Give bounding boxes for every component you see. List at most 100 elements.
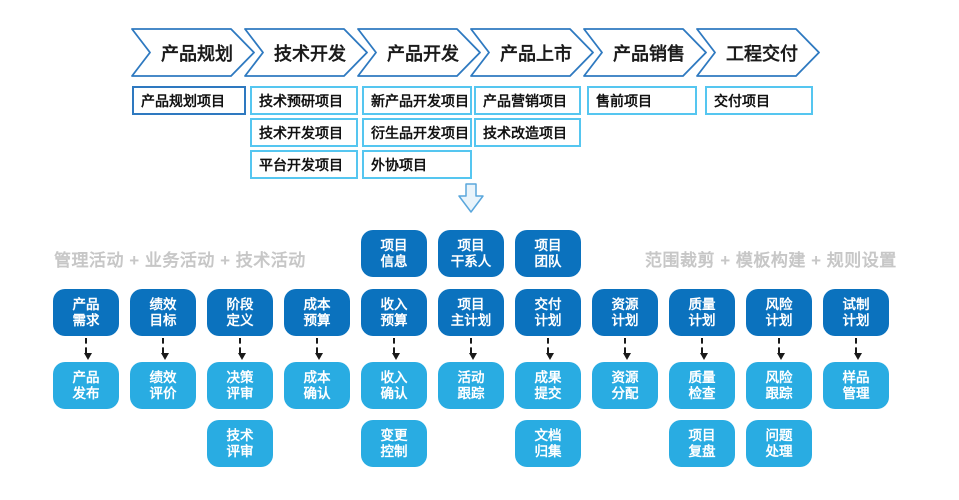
activity-label-line: 确认: [380, 385, 408, 401]
activity-label-line: 产品: [72, 369, 100, 385]
activity-label-line: 评审: [226, 443, 254, 459]
activity-label-line: 分配: [611, 385, 639, 401]
plan-activity-box: 收入预算: [361, 289, 427, 336]
activity-label-line: 计划: [611, 312, 639, 328]
extra-activity-box: 变更控制: [361, 420, 427, 467]
project-type-box: 技术开发项目: [250, 118, 358, 147]
activity-label-line: 项目: [457, 296, 485, 312]
chevron-shape-icon: [696, 28, 820, 77]
stage-chevron: 工程交付: [696, 28, 820, 77]
project-header-box: 项目干系人: [438, 230, 504, 277]
activity-label-line: 产品: [72, 296, 100, 312]
project-type-stack: 产品营销项目技术改造项目: [474, 86, 581, 150]
stage-label: 技术开发: [274, 43, 346, 64]
activity-label-line: 质量: [688, 369, 716, 385]
exec-activity-box: 活动跟踪: [438, 362, 504, 409]
project-type-box: 新产品开发项目: [362, 86, 472, 115]
chevron-shape-icon: [131, 28, 255, 77]
exec-activity-box: 决策评审: [207, 362, 273, 409]
plan-activity-box: 项目主计划: [438, 289, 504, 336]
activity-label-line: 计划: [688, 312, 716, 328]
chevron-shape-icon: [470, 28, 594, 77]
flow-arrow-icon: [161, 338, 169, 360]
activity-label-line: 文档: [534, 427, 562, 443]
extra-activity-box: 文档归集: [515, 420, 581, 467]
activity-label-line: 收入: [380, 369, 408, 385]
project-type-box: 售前项目: [587, 86, 697, 115]
plan-activity-box: 交付计划: [515, 289, 581, 336]
flow-arrow-icon: [777, 338, 785, 360]
flow-arrow-icon: [546, 338, 554, 360]
stage-label: 产品上市: [500, 43, 572, 64]
activity-label-line: 计划: [842, 312, 870, 328]
exec-activity-box: 绩效评价: [130, 362, 196, 409]
plan-activity-box: 风险计划: [746, 289, 812, 336]
flow-arrow-icon: [469, 338, 477, 360]
plan-activity-box: 成本预算: [284, 289, 350, 336]
activity-label-line: 主计划: [450, 312, 492, 328]
activity-label-line: 资源: [611, 369, 639, 385]
project-type-box: 平台开发项目: [250, 150, 358, 179]
project-type-stack: 交付项目: [705, 86, 813, 118]
activity-label-line: 团队: [534, 253, 562, 269]
activity-label-line: 跟踪: [765, 385, 793, 401]
flow-arrow-icon: [315, 338, 323, 360]
activity-label-line: 评价: [149, 385, 177, 401]
activity-label-line: 计划: [534, 312, 562, 328]
plan-activity-box: 质量计划: [669, 289, 735, 336]
activity-label-line: 风险: [765, 296, 793, 312]
project-type-stack: 产品规划项目: [132, 86, 246, 118]
stage-label: 产品销售: [613, 43, 685, 64]
activity-label-line: 收入: [380, 296, 408, 312]
activity-label-line: 检查: [688, 385, 716, 401]
extra-activity-box: 项目复盘: [669, 420, 735, 467]
project-type-box: 产品营销项目: [474, 86, 581, 115]
activity-label-line: 成本: [303, 296, 331, 312]
activity-label-line: 绩效: [149, 369, 177, 385]
plan-activity-box: 资源计划: [592, 289, 658, 336]
stage-label: 工程交付: [726, 43, 798, 64]
activity-label-line: 成本: [303, 369, 331, 385]
project-type-box: 技术改造项目: [474, 118, 581, 147]
project-type-stack: 售前项目: [587, 86, 697, 118]
activity-label-line: 项目: [688, 427, 716, 443]
flow-arrow-icon: [854, 338, 862, 360]
activity-label-line: 试制: [842, 296, 870, 312]
activity-label-line: 复盘: [688, 443, 716, 459]
exec-activity-box: 产品发布: [53, 362, 119, 409]
stage-chevron: 技术开发: [244, 28, 368, 77]
activity-label-line: 问题: [765, 427, 793, 443]
project-type-box: 交付项目: [705, 86, 813, 115]
exec-activity-box: 成本确认: [284, 362, 350, 409]
activity-label-line: 项目: [380, 237, 408, 253]
project-type-stack: 新产品开发项目衍生品开发项目外协项目: [362, 86, 472, 182]
exec-activity-box: 收入确认: [361, 362, 427, 409]
chevron-shape-icon: [244, 28, 368, 77]
activity-label-line: 定义: [226, 312, 254, 328]
plan-activity-box: 产品需求: [53, 289, 119, 336]
activity-label-line: 活动: [457, 369, 485, 385]
activity-label-line: 绩效: [149, 296, 177, 312]
project-header-box: 项目信息: [361, 230, 427, 277]
project-type-box: 产品规划项目: [132, 86, 246, 115]
activity-label-line: 跟踪: [457, 385, 485, 401]
project-type-box: 外协项目: [362, 150, 472, 179]
exec-activity-box: 成果提交: [515, 362, 581, 409]
project-type-stack: 技术预研项目技术开发项目平台开发项目: [250, 86, 358, 182]
activity-label-line: 控制: [380, 443, 408, 459]
stage-chevron: 产品上市: [470, 28, 594, 77]
exec-activity-box: 风险跟踪: [746, 362, 812, 409]
flow-arrow-icon: [700, 338, 708, 360]
flow-arrow-icon: [392, 338, 400, 360]
project-type-box: 技术预研项目: [250, 86, 358, 115]
stage-label: 产品规划: [161, 43, 233, 64]
right-activities-label: 范围裁剪 + 模板构建 + 规则设置: [645, 251, 897, 270]
plan-activity-box: 绩效目标: [130, 289, 196, 336]
exec-activity-box: 样品管理: [823, 362, 889, 409]
chevron-shape-icon: [583, 28, 707, 77]
chevron-shape-icon: [357, 28, 481, 77]
exec-activity-box: 质量检查: [669, 362, 735, 409]
activity-label-line: 归集: [534, 443, 562, 459]
activity-label-line: 提交: [534, 385, 562, 401]
activity-label-line: 技术: [226, 427, 254, 443]
